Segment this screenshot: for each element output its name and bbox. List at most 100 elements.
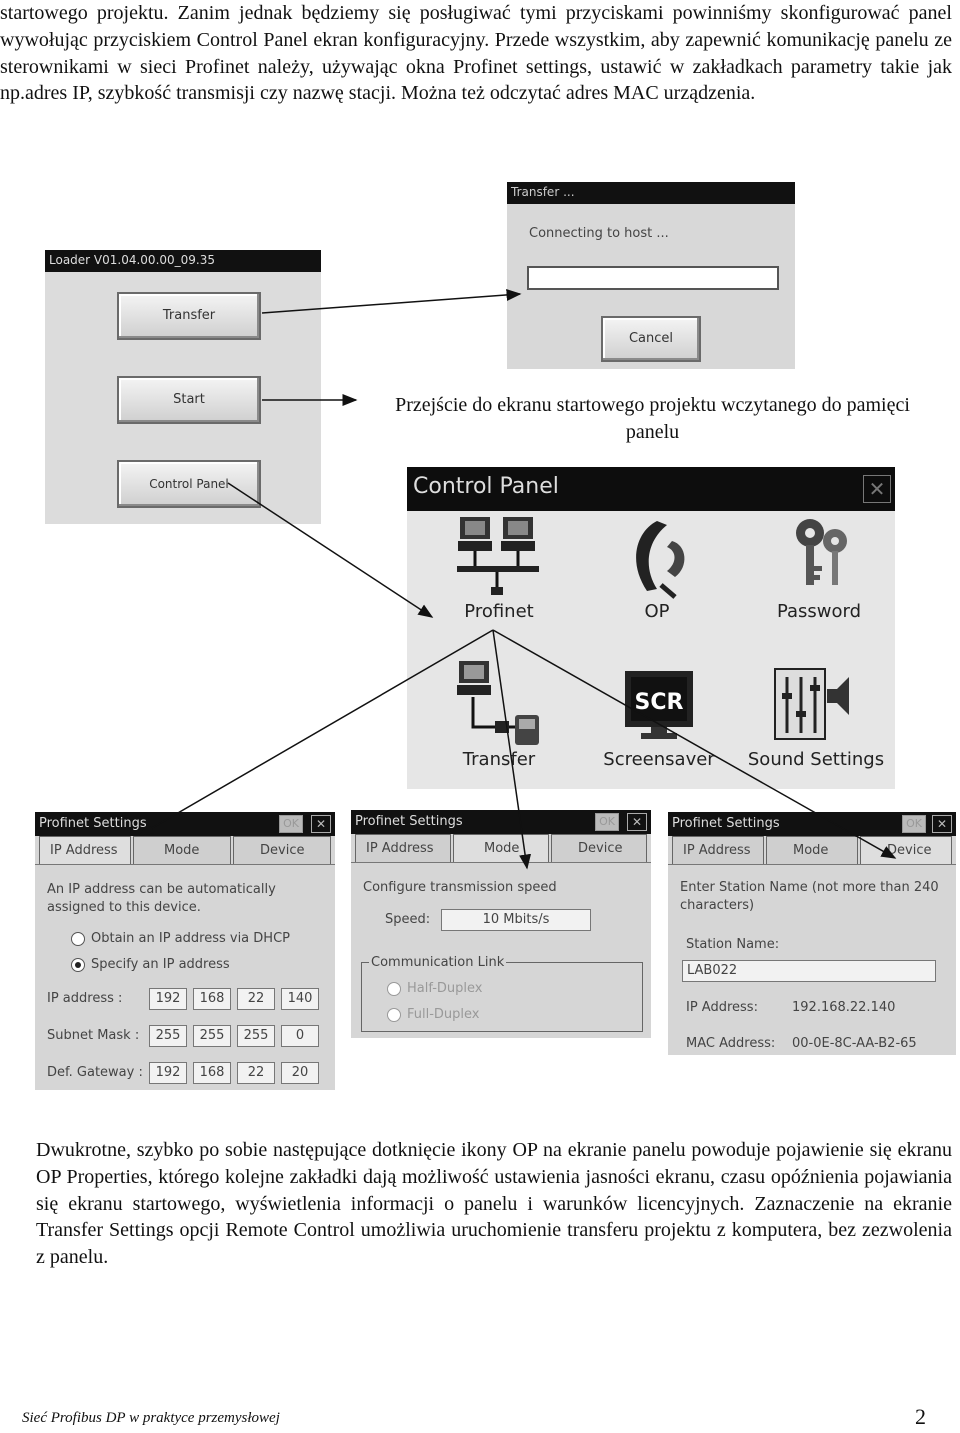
transfer-icon[interactable]: [455, 657, 555, 747]
screensaver-label: Screensaver: [603, 749, 715, 770]
screensaver-icon[interactable]: SCR: [621, 667, 697, 743]
cancel-button[interactable]: Cancel: [601, 316, 701, 362]
dhcp-radio[interactable]: [71, 932, 85, 946]
transfer-status: Connecting to host ...: [529, 226, 669, 241]
gw-octet-3[interactable]: 22: [237, 1062, 275, 1084]
transfer-screenshot: Transfer ... Connecting to host ... Canc…: [507, 182, 795, 369]
close-icon[interactable]: ✕: [863, 475, 891, 503]
outro-paragraph: Dwukrotne, szybko po sobie następujące d…: [36, 1139, 952, 1269]
tab-device[interactable]: Device: [860, 836, 952, 864]
arrow-ip-tab: [138, 629, 494, 836]
control-panel-screenshot: Control Panel ✕ Profinet OP: [407, 467, 895, 789]
transfer-button[interactable]: Transfer: [117, 292, 261, 340]
mask-octet-2[interactable]: 255: [193, 1025, 231, 1047]
specify-ip-radio[interactable]: [71, 958, 85, 972]
op-icon[interactable]: [617, 511, 697, 601]
profinet-label: Profinet: [464, 601, 534, 622]
mask-octet-3[interactable]: 255: [237, 1025, 275, 1047]
arrow-control-panel: [227, 482, 434, 618]
tab-ip-address[interactable]: IP Address: [355, 834, 451, 862]
gw-octet-4[interactable]: 20: [281, 1062, 319, 1084]
transfer-label: Transfer: [462, 749, 536, 770]
profinet-ip-screenshot: Profinet Settings OK ✕ IP Address Mode D…: [35, 812, 335, 1090]
device-desc-line1: Enter Station Name (not more than 240: [680, 880, 939, 895]
station-name-label: Station Name:: [686, 937, 780, 952]
mask-octet-1[interactable]: 255: [149, 1025, 187, 1047]
station-name-input[interactable]: LAB022: [682, 960, 936, 982]
specify-ip-radio-label: Specify an IP address: [91, 957, 230, 972]
start-button[interactable]: Start: [117, 376, 261, 424]
mask-octet-4[interactable]: 0: [281, 1025, 319, 1047]
pn-device-title: Profinet Settings: [672, 816, 780, 831]
gw-octet-1[interactable]: 192: [149, 1062, 187, 1084]
loader-title-bar: Loader V01.04.00.00_09.35: [45, 250, 321, 272]
ok-button[interactable]: OK: [902, 815, 926, 833]
full-duplex-label: Full-Duplex: [407, 1007, 480, 1022]
key-icon[interactable]: [775, 511, 865, 601]
mode-desc: Configure transmission speed: [363, 880, 557, 895]
mac-address-label: MAC Address:: [686, 1036, 776, 1051]
cp-title: Control Panel: [413, 474, 559, 499]
gateway-label: Def. Gateway :: [47, 1065, 143, 1080]
half-duplex-label: Half-Duplex: [407, 981, 483, 996]
ip-octet-2[interactable]: 168: [193, 988, 231, 1010]
ip-octet-4[interactable]: 140: [281, 988, 319, 1010]
ok-button[interactable]: OK: [279, 815, 303, 833]
ip-desc-line1: An IP address can be automatically: [47, 882, 276, 897]
half-duplex-radio[interactable]: [387, 982, 401, 996]
op-label: OP: [644, 601, 670, 622]
profinet-icon[interactable]: [455, 511, 545, 601]
gw-octet-2[interactable]: 168: [193, 1062, 231, 1084]
speed-select[interactable]: 10 Mbits/s: [441, 909, 591, 931]
pn-ip-title: Profinet Settings: [39, 816, 147, 831]
password-label: Password: [776, 601, 862, 622]
tab-device[interactable]: Device: [551, 834, 647, 862]
sound-settings-label: Sound Settings: [747, 749, 885, 770]
footer-title: Sieć Profibus DP w praktyce przemysłowej: [22, 1410, 280, 1426]
device-ip-label: IP Address:: [686, 1000, 758, 1015]
ip-octet-1[interactable]: 192: [149, 988, 187, 1010]
profinet-device-screenshot: Profinet Settings OK ✕ IP Address Mode D…: [668, 812, 956, 1055]
ip-desc-line2: assigned to this device.: [47, 900, 201, 915]
sound-icon[interactable]: [771, 663, 861, 745]
transfer-title: Transfer ...: [511, 185, 575, 199]
tab-ip-address[interactable]: IP Address: [672, 836, 764, 864]
page-number: 2: [915, 1404, 926, 1429]
pn-device-title-bar: Profinet Settings OK ✕: [668, 812, 956, 836]
arrow-transfer: [261, 289, 522, 314]
caption: Przejście do ekranu startowego projektu …: [395, 394, 910, 443]
control-panel-button[interactable]: Control Panel: [117, 460, 261, 508]
pn-mode-title-bar: Profinet Settings OK ✕: [351, 810, 651, 834]
close-icon[interactable]: ✕: [311, 815, 331, 833]
transfer-title-bar: Transfer ...: [507, 182, 795, 204]
subnet-mask-label: Subnet Mask :: [47, 1028, 140, 1043]
mac-address-value: 00-0E-8C-AA-B2-65: [792, 1036, 917, 1051]
cp-title-bar: Control Panel ✕: [407, 467, 895, 511]
speed-label: Speed:: [385, 912, 431, 927]
device-ip-value: 192.168.22.140: [792, 1000, 896, 1015]
loader-screenshot: Loader V01.04.00.00_09.35 Transfer Start…: [45, 250, 321, 524]
close-icon[interactable]: ✕: [932, 815, 952, 833]
tab-mode[interactable]: Mode: [453, 834, 549, 862]
tab-ip-address[interactable]: IP Address: [39, 836, 131, 864]
ip-octet-3[interactable]: 22: [237, 988, 275, 1010]
ip-address-label: IP address :: [47, 991, 123, 1006]
tab-mode[interactable]: Mode: [133, 836, 231, 864]
profinet-mode-screenshot: Profinet Settings OK ✕ IP Address Mode D…: [351, 810, 651, 1038]
arrow-device-tab: [492, 629, 897, 859]
ok-button[interactable]: OK: [595, 813, 619, 831]
communication-link-label: Communication Link: [369, 955, 507, 970]
tab-device[interactable]: Device: [233, 836, 331, 864]
transfer-progress-bar: [527, 266, 779, 290]
loader-title: Loader V01.04.00.00_09.35: [49, 253, 216, 267]
device-desc-line2: characters): [680, 898, 755, 913]
pn-mode-title: Profinet Settings: [355, 814, 463, 829]
pn-ip-title-bar: Profinet Settings OK ✕: [35, 812, 335, 836]
dhcp-radio-label: Obtain an IP address via DHCP: [91, 931, 290, 946]
full-duplex-radio[interactable]: [387, 1008, 401, 1022]
svg-text:SCR: SCR: [635, 690, 684, 715]
tab-mode[interactable]: Mode: [766, 836, 858, 864]
arrow-mode-tab: [492, 629, 532, 870]
close-icon[interactable]: ✕: [627, 813, 647, 831]
